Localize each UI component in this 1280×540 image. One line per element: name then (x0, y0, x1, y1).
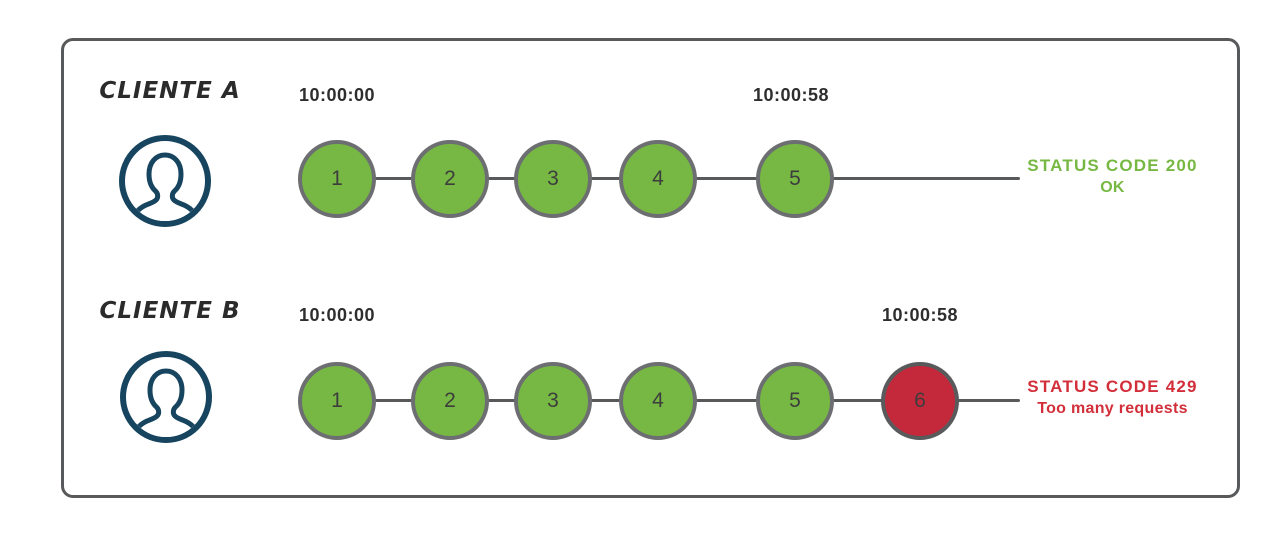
client-a-label: CLIENTE A (99, 78, 241, 104)
request-number: 1 (331, 389, 343, 412)
request-number: 1 (331, 167, 343, 190)
request-circle-b3: 3 (514, 362, 592, 440)
status-b-code: STATUS CODE 429 (1027, 377, 1198, 396)
timestamp-end-b: 10:00:58 (881, 305, 959, 325)
request-circle-a4: 4 (619, 140, 697, 218)
request-circle-b1: 1 (298, 362, 376, 440)
request-circle-a5: 5 (756, 140, 834, 218)
timestamp-start-b: 10:00:00 (298, 305, 376, 325)
request-number: 3 (547, 389, 559, 412)
request-circle-b2: 2 (411, 362, 489, 440)
user-icon (118, 349, 214, 445)
status-a-message: OK (1100, 179, 1125, 197)
timestamp-end-a: 10:00:58 (752, 85, 830, 105)
request-number: 2 (444, 167, 456, 190)
request-circle-a3: 3 (514, 140, 592, 218)
status-a: STATUS CODE 200 OK (1005, 155, 1220, 198)
request-number: 5 (789, 167, 801, 190)
request-circle-b6: 6 (881, 362, 959, 440)
status-a-code: STATUS CODE 200 (1027, 156, 1198, 175)
request-circle-b5: 5 (756, 362, 834, 440)
request-number: 4 (652, 389, 664, 412)
request-number: 3 (547, 167, 559, 190)
request-circle-a1: 1 (298, 140, 376, 218)
request-circle-b4: 4 (619, 362, 697, 440)
request-number: 5 (789, 389, 801, 412)
request-number: 6 (914, 389, 926, 412)
timestamp-start-a: 10:00:00 (298, 85, 376, 105)
user-icon (117, 133, 213, 229)
status-b-message: Too many requests (1037, 400, 1188, 418)
request-number: 2 (444, 389, 456, 412)
client-b-label: CLIENTE B (99, 298, 241, 324)
request-circle-a2: 2 (411, 140, 489, 218)
request-number: 4 (652, 167, 664, 190)
status-b: STATUS CODE 429 Too many requests (1005, 376, 1220, 419)
